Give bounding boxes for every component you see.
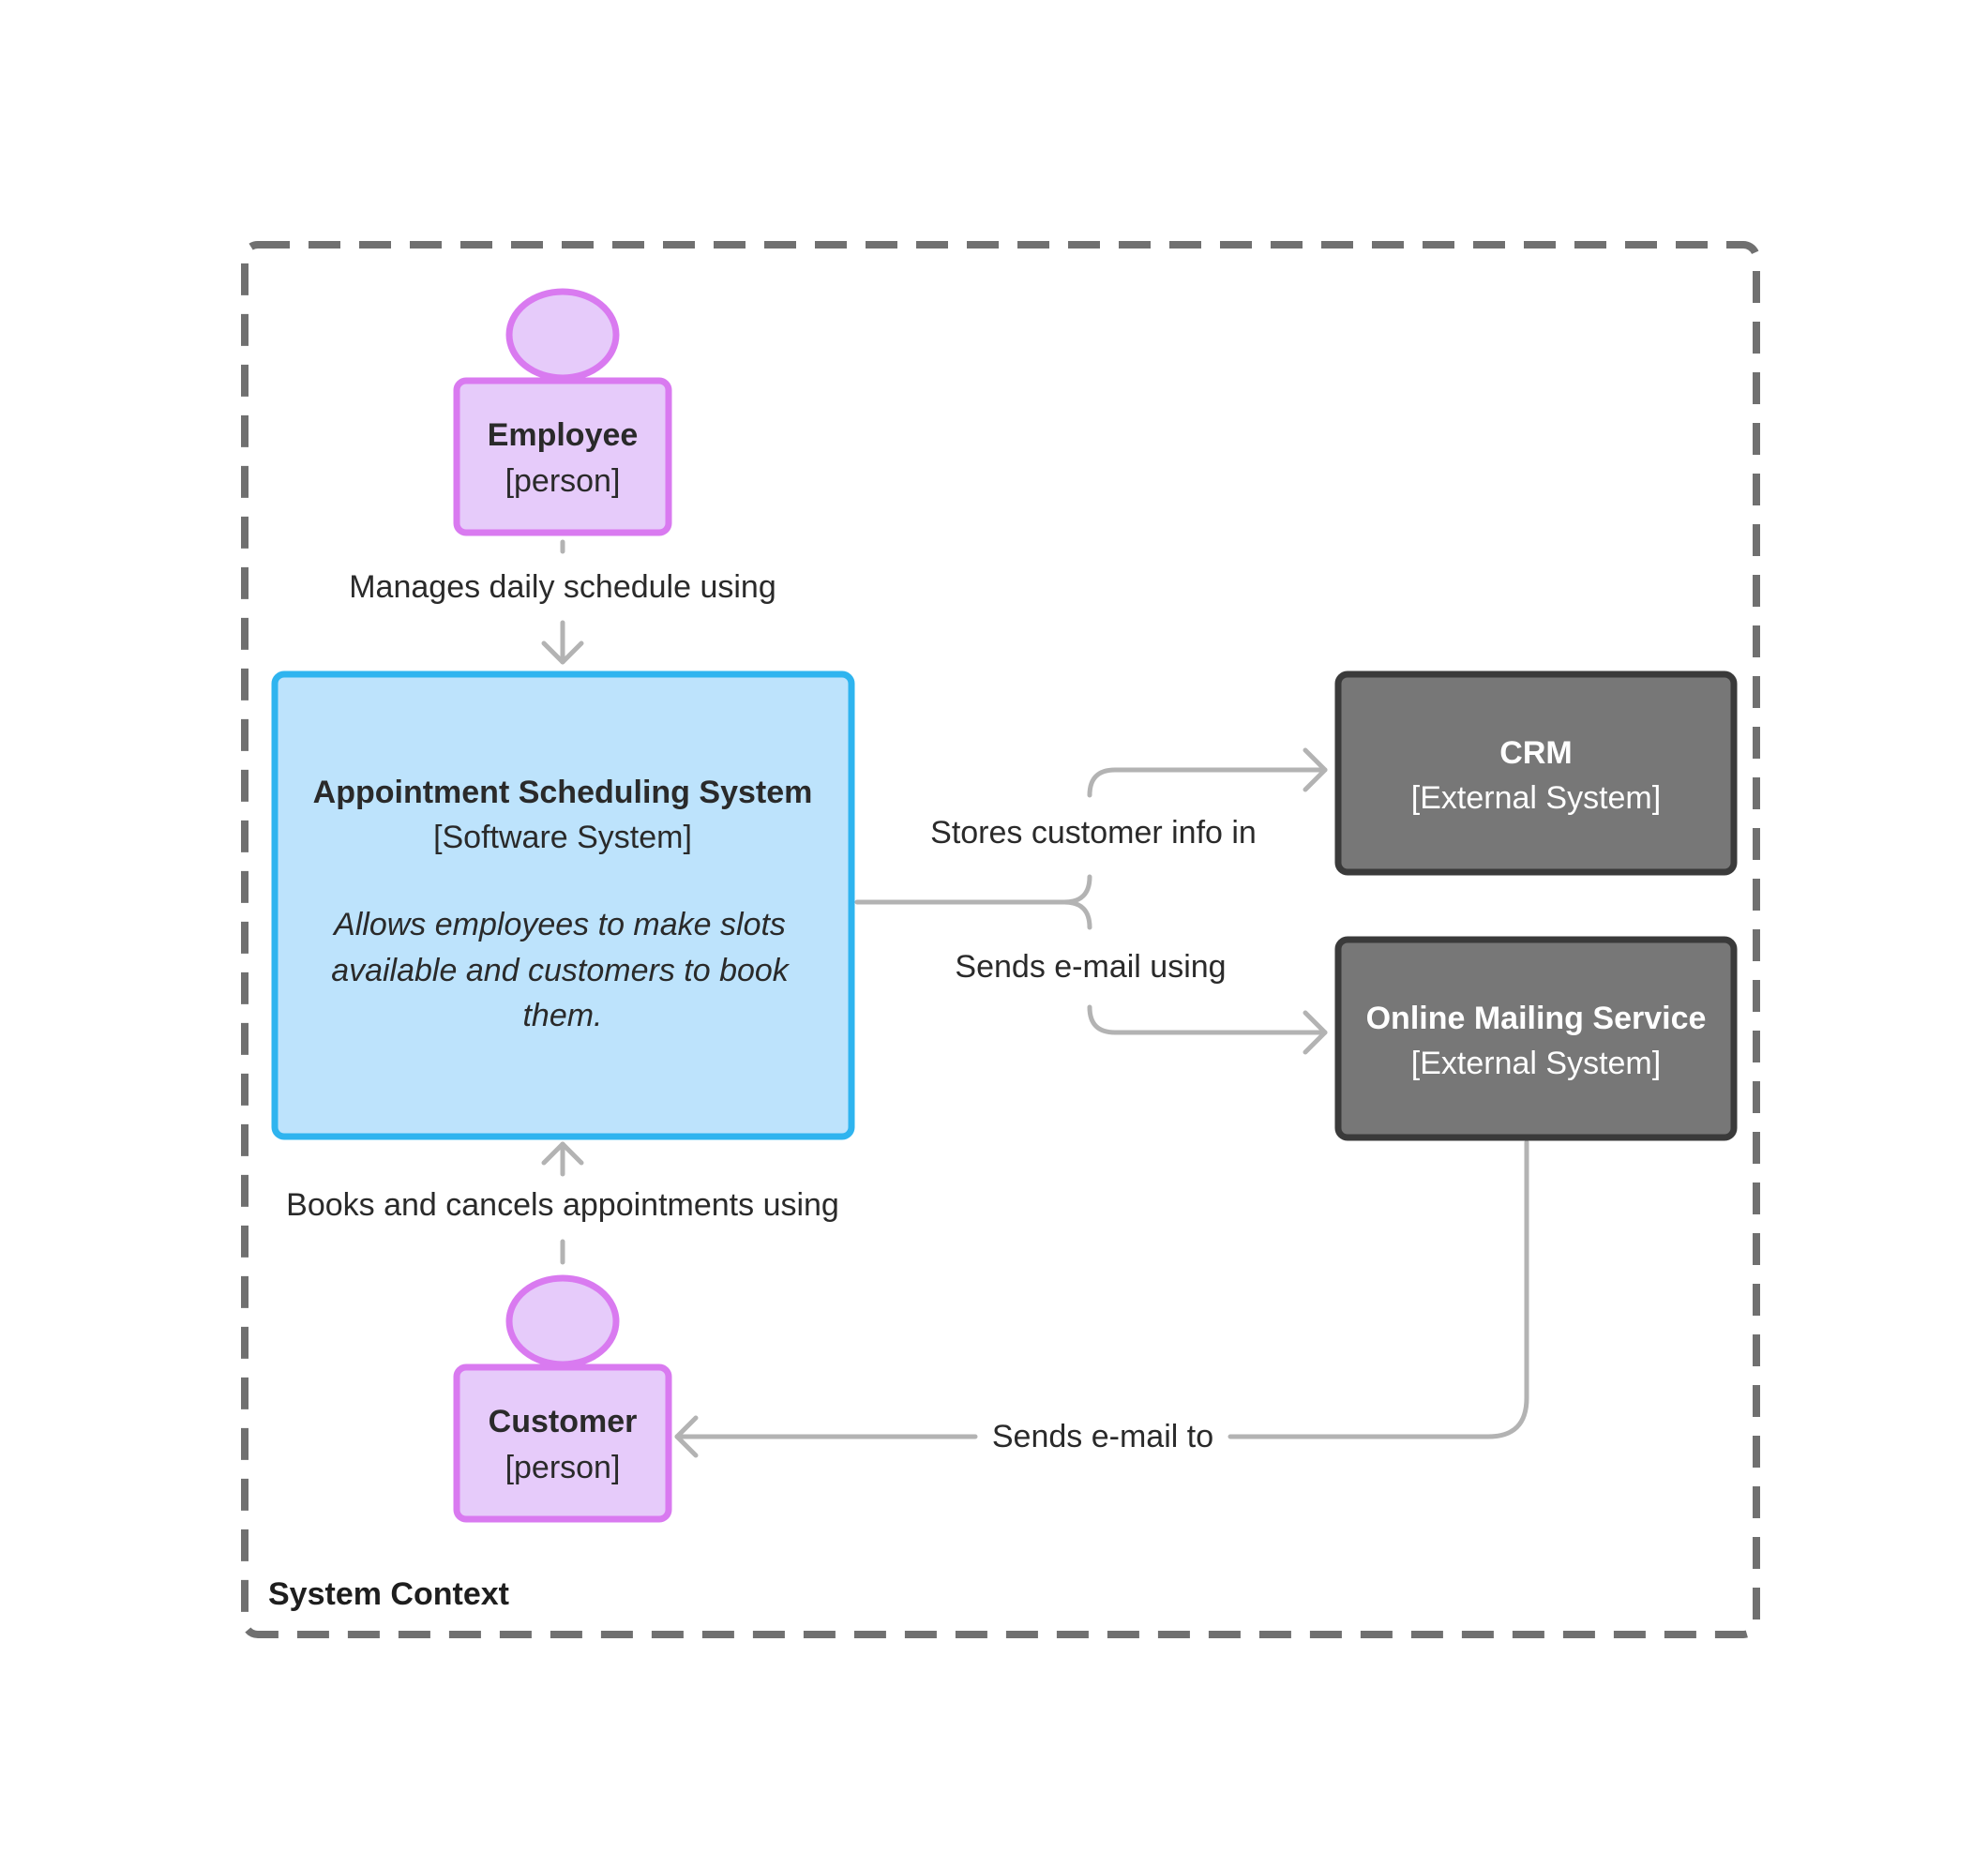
edge-system-to-crm: Stores customer info in (854, 747, 1328, 905)
mailing-box (1334, 936, 1738, 1141)
customer-type: [person] (505, 1450, 621, 1485)
edge-label-mailing: Sends e-mail using (955, 949, 1226, 985)
edge-label-employee: Manages daily schedule using (349, 569, 776, 605)
edge-label-crm: Stores customer info in (930, 815, 1257, 851)
node-employee[interactable]: Employee [person] (453, 288, 672, 536)
edge-label-customer: Books and cancels appointments using (286, 1187, 839, 1223)
edge-label-background (336, 565, 790, 609)
customer-name: Customer (489, 1404, 638, 1439)
arrowhead-right-mailing (1303, 1010, 1328, 1055)
person-body (453, 377, 672, 536)
system-context-boundary (241, 241, 1760, 1638)
employee-type: [person] (505, 463, 621, 499)
mailing-type: [External System] (1411, 1046, 1661, 1081)
node-online-mailing-service[interactable]: Online Mailing Service [External System] (1334, 936, 1738, 1141)
edge-mailing-to-customer: Sends e-mail to (674, 1139, 1529, 1458)
person-body (453, 1363, 672, 1523)
person-head-icon (505, 1274, 620, 1368)
crm-box (1334, 670, 1738, 876)
system-name: Appointment Scheduling System (313, 775, 813, 810)
mailing-name: Online Mailing Service (1366, 1001, 1707, 1036)
system-description-line-2: available and customers to book (331, 953, 791, 988)
edge-label-background (273, 1183, 852, 1227)
arrowhead-up (541, 1141, 584, 1166)
system-type: [Software System] (433, 820, 692, 855)
node-customer[interactable]: Customer [person] (453, 1274, 672, 1523)
system-description-line-3: them. (522, 998, 602, 1033)
edge-label-background (941, 945, 1240, 988)
crm-type: [External System] (1411, 780, 1661, 816)
arrowhead-down (541, 640, 584, 665)
edge-label-mail-to-customer: Sends e-mail to (992, 1419, 1213, 1454)
person-head-icon (505, 288, 620, 382)
node-appointment-system[interactable]: Appointment Scheduling System [Software … (271, 670, 855, 1140)
edge-customer-to-system: Books and cancels appointments using (273, 1141, 852, 1265)
edge-employee-to-system: Manages daily schedule using (336, 539, 790, 665)
system-box (271, 670, 855, 1140)
edge-label-background (917, 811, 1270, 854)
boundary-label: System Context (268, 1576, 509, 1612)
edge-label-background (978, 1415, 1227, 1458)
arrowhead-left (674, 1415, 699, 1458)
crm-name: CRM (1499, 735, 1572, 771)
employee-name: Employee (488, 417, 639, 453)
edge-system-to-mailing: Sends e-mail using (941, 899, 1328, 1055)
node-crm[interactable]: CRM [External System] (1334, 670, 1738, 876)
system-description-line-1: Allows employees to make slots (332, 907, 786, 942)
arrowhead-right-crm (1303, 747, 1328, 792)
